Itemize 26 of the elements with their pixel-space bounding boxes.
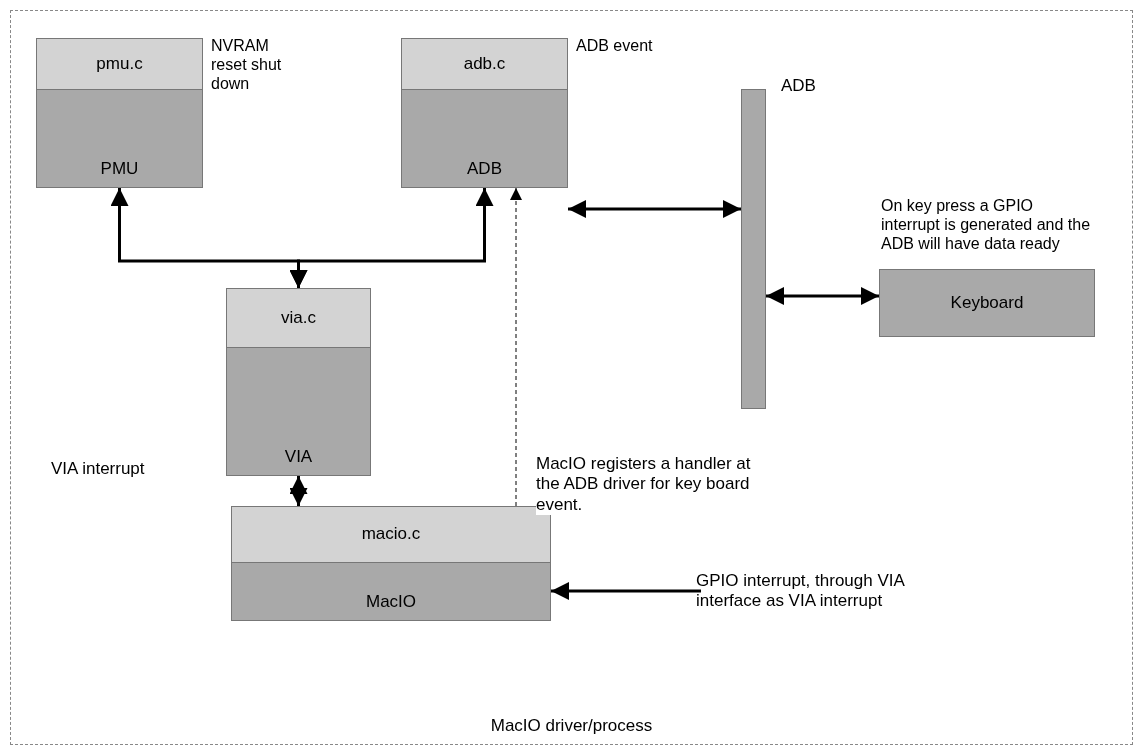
note-text: GPIO interrupt, through VIA interface as VIA interrupt bbox=[696, 571, 926, 641]
component-box bbox=[401, 38, 568, 188]
note-text: ADB event bbox=[576, 36, 654, 56]
arrow bbox=[551, 582, 701, 600]
component-name: MacIO bbox=[365, 591, 417, 612]
bus-name: ADB bbox=[781, 76, 816, 97]
arrow bbox=[289, 188, 494, 288]
note-text: On key press a GPIO interrupt is generated and the ADB will have data ready bbox=[881, 196, 1091, 254]
arrow bbox=[289, 476, 308, 506]
arrow bbox=[766, 287, 879, 305]
process-frame bbox=[10, 10, 1133, 745]
component-name: VIA bbox=[284, 446, 313, 467]
file-name: via.c bbox=[281, 307, 316, 329]
device-name: Keyboard bbox=[950, 292, 1024, 314]
component-name: PMU bbox=[100, 158, 139, 179]
note-text: NVRAM reset shut down bbox=[211, 36, 283, 94]
file-name: macio.c bbox=[361, 524, 421, 545]
component-box bbox=[226, 288, 371, 476]
arrow bbox=[510, 187, 522, 507]
component-box bbox=[36, 38, 203, 188]
file-name: pmu.c bbox=[96, 53, 143, 75]
arrow bbox=[568, 200, 741, 218]
component-name: ADB bbox=[467, 158, 502, 179]
frame-title: MacIO driver/process bbox=[489, 716, 654, 736]
device-box bbox=[879, 269, 1095, 337]
file-name: adb.c bbox=[463, 53, 506, 75]
